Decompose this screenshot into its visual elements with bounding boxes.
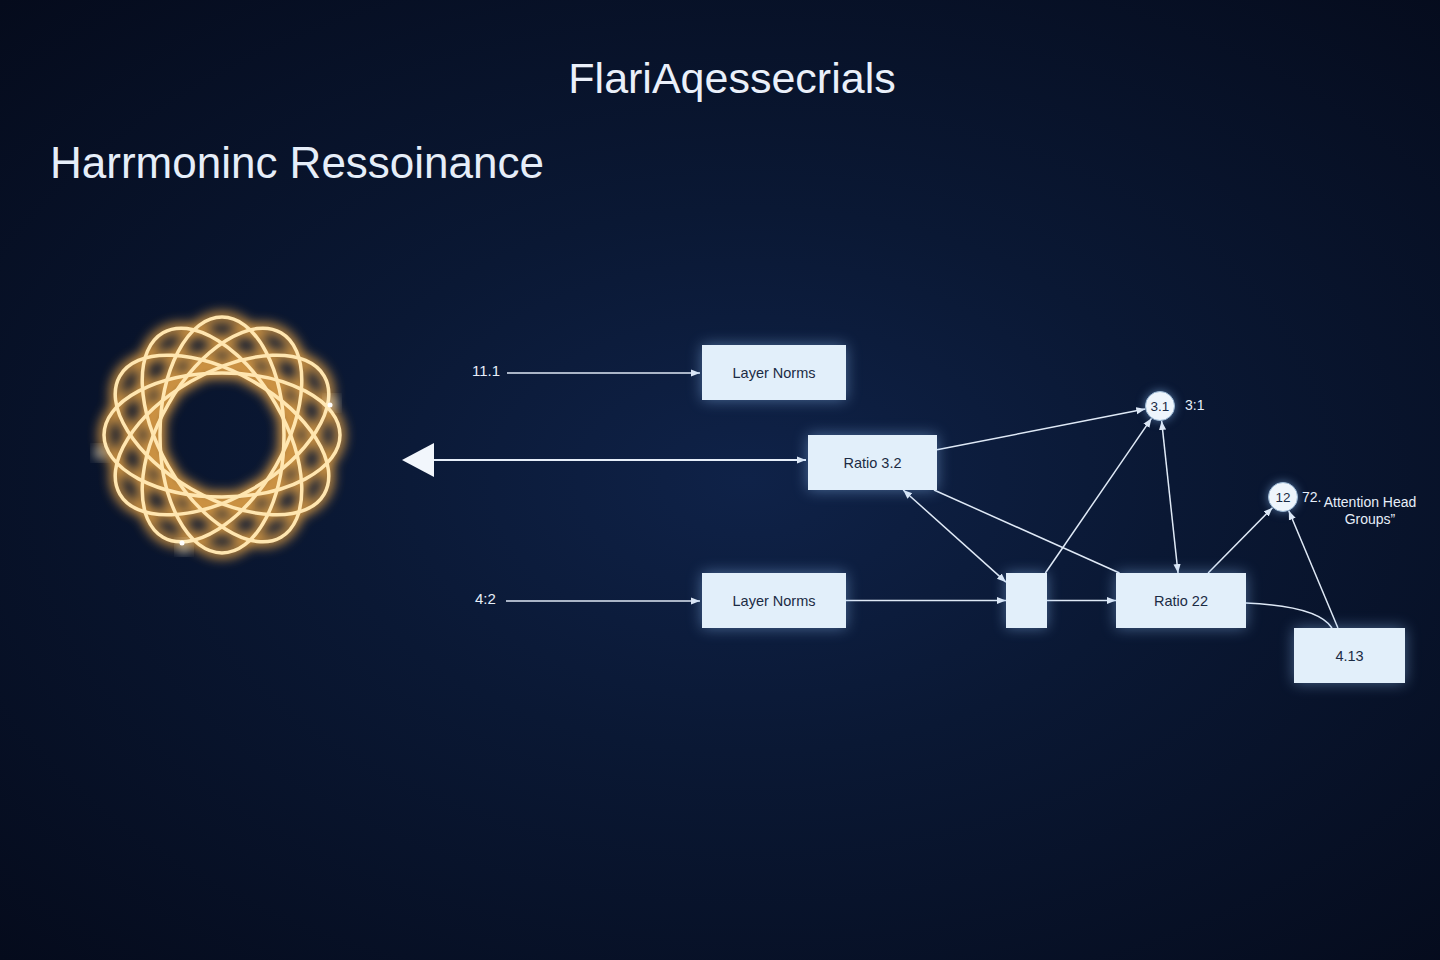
node-text: Ratio 22	[1154, 593, 1208, 609]
connector-line	[937, 409, 1145, 450]
node-text: 4.13	[1335, 648, 1363, 664]
connector-line	[1246, 603, 1332, 628]
junction-box	[1006, 573, 1047, 628]
connector-line	[1162, 421, 1178, 573]
ratio-node-circle: 3.1	[1145, 391, 1175, 421]
diagram-title: FlariAqessecrials	[0, 54, 1440, 103]
head-group-circle: 12	[1268, 482, 1298, 512]
node-text: Layer Norms	[733, 593, 816, 609]
layer-norm-box: Layer Norms	[702, 345, 846, 400]
connector-line	[1289, 511, 1338, 628]
resonance-rings	[89, 302, 355, 568]
section-heading: Harrmoninc Ressoinance	[50, 138, 750, 188]
layer-norm-box: Layer Norms	[702, 573, 846, 628]
pointer-arrow	[432, 459, 806, 461]
node-text: Ratio 3.2	[843, 455, 901, 471]
connector-line	[934, 490, 1120, 573]
leader-line	[507, 372, 700, 374]
leader-line	[506, 600, 700, 602]
pointer-arrowhead	[402, 443, 434, 477]
node-text: Layer Norms	[733, 365, 816, 381]
connector-line	[846, 600, 1006, 602]
node-text: 12	[1275, 490, 1290, 505]
node-text: 3.1	[1151, 399, 1170, 414]
connector-line	[1208, 508, 1272, 573]
connector-line	[1045, 418, 1151, 573]
connector-line	[1047, 600, 1116, 602]
callout-number: 11.1	[472, 362, 512, 379]
ratio-label: 3:1	[1185, 397, 1225, 413]
annotation-text: Attention Head Groups”	[1318, 494, 1422, 528]
ratio-box: Ratio 3.2	[808, 435, 937, 490]
ratio-box: Ratio 22	[1116, 573, 1246, 628]
value-box: 4.13	[1294, 628, 1405, 683]
callout-number: 4:2	[475, 590, 515, 607]
connector-line	[903, 490, 1006, 582]
